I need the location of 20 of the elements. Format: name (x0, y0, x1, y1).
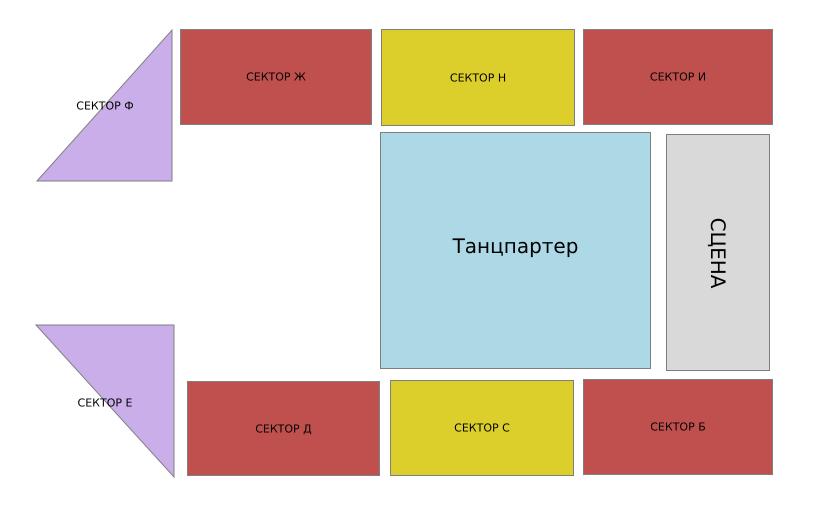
sector-block (583, 29, 773, 125)
sector-label: СЕКТОР Е (78, 396, 132, 410)
sector-triangle (36, 325, 174, 477)
sector-label: СЕКТОР С (454, 422, 510, 434)
sector-label: СЕКТОР Ж (246, 70, 306, 84)
sector-block (390, 380, 574, 476)
sector-label: СЕКТОР Н (450, 71, 506, 84)
sector-label: Танцпартер (452, 234, 578, 258)
stage-label: СЦЕНА (706, 217, 730, 288)
sector-block (381, 29, 575, 126)
sector-label: СЕКТОР Ф (76, 100, 134, 112)
sector-label: СЕКТОР Б (650, 420, 706, 434)
sector-block (187, 381, 380, 476)
sector-label: СЕКТОР Д (255, 422, 312, 435)
sector-block (180, 29, 372, 125)
stage-area (666, 134, 770, 371)
sector-triangle (37, 30, 172, 181)
sector-block (583, 379, 773, 475)
sector-label: СЕКТОР И (650, 70, 706, 84)
dance-floor-area (380, 132, 651, 369)
